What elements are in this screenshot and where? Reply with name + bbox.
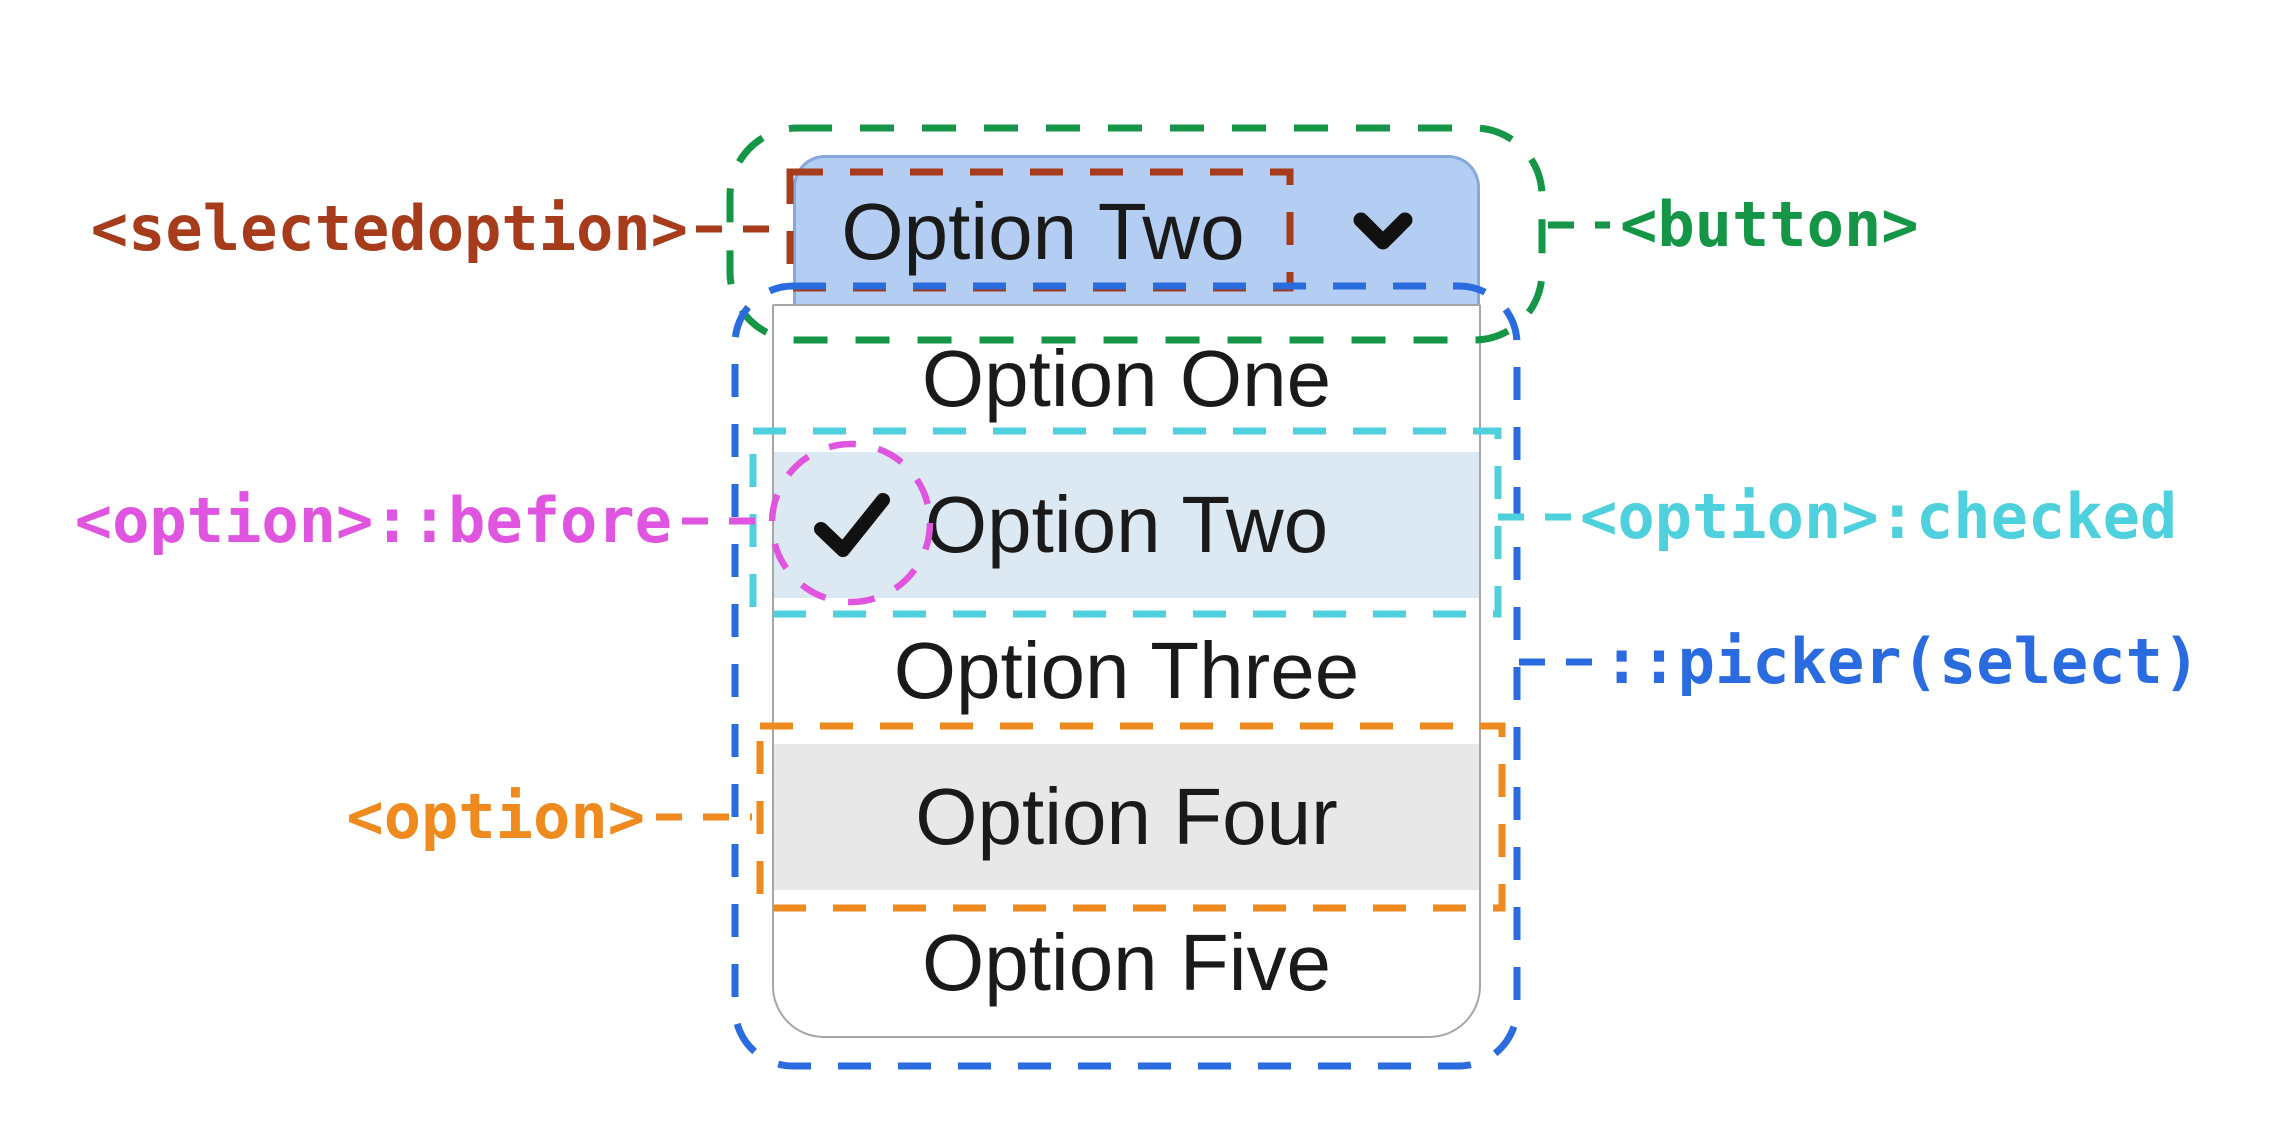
option-two-checked[interactable]: Option Two: [774, 452, 1479, 598]
option-label: Option Three: [893, 626, 1360, 715]
option-one[interactable]: Option One: [774, 306, 1479, 452]
option-label: Option Four: [915, 772, 1338, 861]
option-five[interactable]: Option Five: [774, 890, 1479, 1036]
label-picker-select: ::picker(select): [1603, 625, 2201, 698]
option-label: Option One: [921, 334, 1332, 423]
checkmark-icon: [814, 493, 890, 557]
selected-option-text: Option Two: [841, 186, 1245, 276]
label-button: <button>: [1620, 188, 1919, 261]
option-three[interactable]: Option Three: [774, 598, 1479, 744]
label-option: <option>: [346, 780, 645, 853]
select-button[interactable]: Option Two: [793, 155, 1480, 305]
select-picker: Option One Option Two Option Three Optio…: [772, 304, 1481, 1038]
label-option-checked: <option>:checked: [1580, 480, 2178, 553]
option-label: Option Two: [924, 480, 1329, 569]
option-label: Option Five: [921, 918, 1332, 1007]
label-selectedoption: <selectedoption>: [90, 192, 688, 265]
option-four[interactable]: Option Four: [774, 744, 1479, 890]
label-option-before: <option>::before: [74, 484, 672, 557]
chevron-down-icon: [1353, 212, 1413, 249]
